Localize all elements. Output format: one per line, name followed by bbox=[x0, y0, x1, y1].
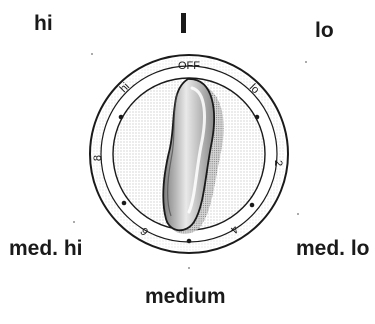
label-med-hi: med. hi bbox=[9, 238, 83, 259]
label-med-lo: med. lo bbox=[296, 238, 370, 259]
dial-mark-off: OFF bbox=[178, 60, 200, 72]
dial-mark-2: 2 bbox=[272, 160, 284, 166]
label-lo: lo bbox=[315, 20, 334, 41]
label-medium: medium bbox=[145, 286, 226, 307]
position-indicator-mark bbox=[181, 13, 186, 33]
label-hi: hi bbox=[34, 13, 53, 34]
dial-mark-8: 8 bbox=[92, 155, 104, 161]
